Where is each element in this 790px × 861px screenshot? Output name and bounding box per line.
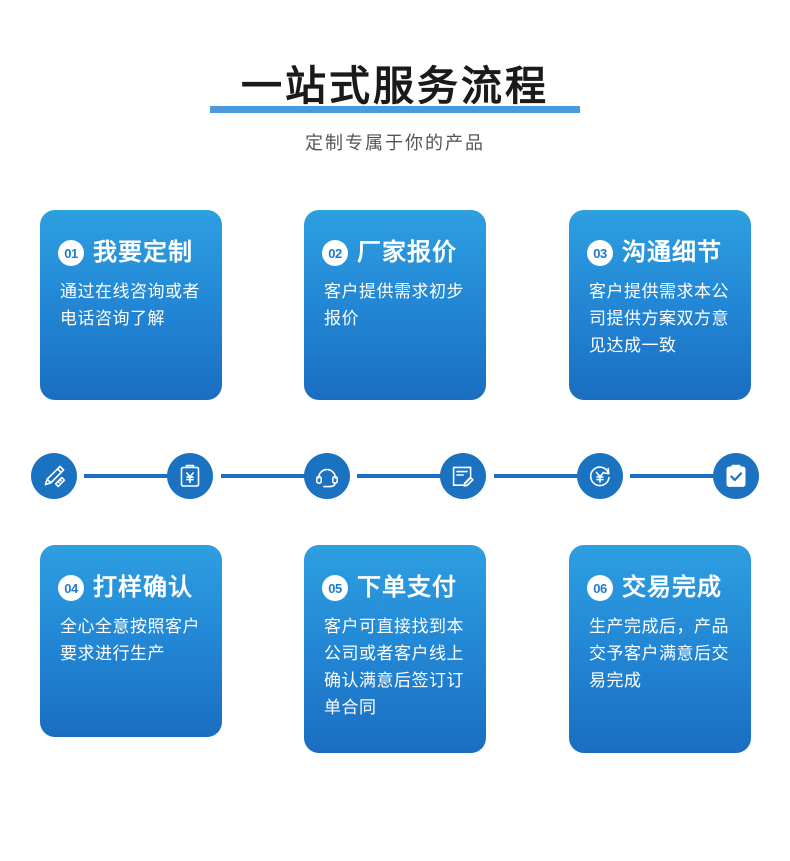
step-card-header: 06 交易完成: [587, 573, 733, 603]
step-number-badge: 03: [587, 240, 613, 266]
step-title: 打样确认: [93, 574, 193, 601]
step-number-badge: 05: [322, 575, 348, 601]
quotation-clipboard-yen-glyph: [180, 464, 200, 487]
step-number-badge: 04: [58, 575, 84, 601]
step-card-02[interactable]: 02 厂家报价 客户提供需求初步报价: [304, 210, 486, 400]
step-card-01[interactable]: 01 我要定制 通过在线咨询或者电话咨询了解: [40, 210, 222, 400]
contract-sign-icon[interactable]: [440, 453, 486, 499]
step-description: 全心全意按照客户要求进行生产: [60, 617, 200, 663]
step-title: 厂家报价: [357, 239, 457, 266]
step-title: 下单支付: [357, 574, 457, 601]
page-subtitle: 定制专属于你的产品: [305, 133, 485, 153]
connector-line: [221, 474, 306, 478]
step-card-04[interactable]: 04 打样确认 全心全意按照客户要求进行生产: [40, 545, 222, 737]
design-tools-glyph: [44, 465, 66, 488]
yen-payment-icon[interactable]: [577, 453, 623, 499]
step-card-header: 05 下单支付: [322, 573, 468, 603]
clipboard-check-icon[interactable]: [713, 453, 759, 499]
step-card-header: 03 沟通细节: [587, 238, 733, 268]
step-title: 交易完成: [622, 574, 722, 601]
connector-line: [494, 474, 579, 478]
headset-support-icon[interactable]: [304, 453, 350, 499]
step-card-header: 02 厂家报价: [322, 238, 468, 268]
step-card-05[interactable]: 05 下单支付 客户可直接找到本公司或者客户线上确认满意后签订订单合同: [304, 545, 486, 753]
step-card-header: 01 我要定制: [58, 238, 204, 268]
step-description: 客户提供需求初步报价: [324, 282, 464, 328]
step-number-badge: 06: [587, 575, 613, 601]
step-number-badge: 02: [322, 240, 348, 266]
page-header: 一站式服务流程 定制专属于你的产品: [0, 60, 790, 156]
yen-payment-glyph: [589, 466, 610, 487]
step-description: 客户可直接找到本公司或者客户线上确认满意后签订订单合同: [324, 617, 464, 717]
contract-sign-glyph: [452, 466, 474, 487]
design-tools-icon[interactable]: [31, 453, 77, 499]
connector-line: [357, 474, 443, 478]
process-icon-strip: [0, 453, 790, 499]
step-card-header: 04 打样确认: [58, 573, 204, 603]
connector-line: [630, 474, 716, 478]
step-number-badge: 01: [58, 240, 84, 266]
quotation-clipboard-yen-icon[interactable]: [167, 453, 213, 499]
clipboard-check-glyph: [726, 464, 746, 487]
step-description: 通过在线咨询或者电话咨询了解: [60, 282, 200, 328]
step-title: 沟通细节: [622, 239, 722, 266]
connector-line: [84, 474, 170, 478]
headset-support-glyph: [315, 468, 338, 488]
step-card-03[interactable]: 03 沟通细节 客户提供需求本公司提供方案双方意见达成一致: [569, 210, 751, 400]
step-card-06[interactable]: 06 交易完成 生产完成后，产品交予客户满意后交易完成: [569, 545, 751, 753]
title-underline: [210, 106, 580, 113]
step-description: 生产完成后，产品交予客户满意后交易完成: [589, 617, 729, 690]
page-title-wrap: 一站式服务流程: [210, 60, 580, 113]
step-description: 客户提供需求本公司提供方案双方意见达成一致: [589, 282, 729, 355]
page-title: 一站式服务流程: [241, 63, 549, 109]
step-title: 我要定制: [93, 239, 193, 266]
